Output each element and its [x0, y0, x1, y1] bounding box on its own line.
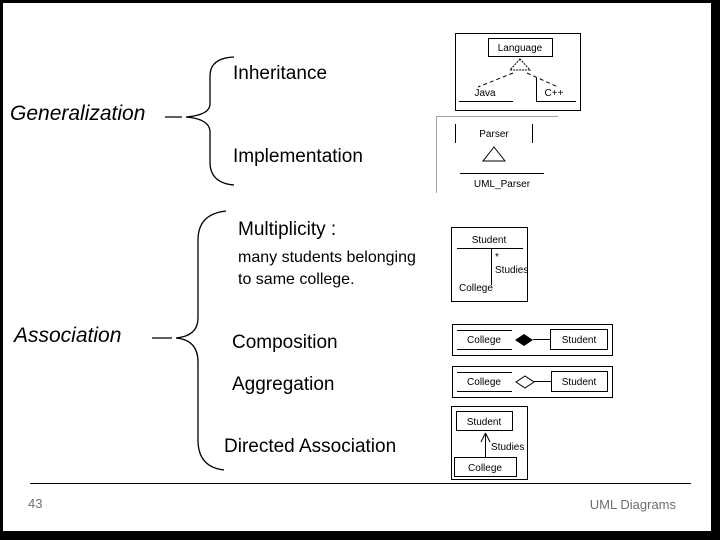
aggregation-diamond-icon	[515, 375, 535, 389]
association-label: Association	[14, 324, 122, 347]
child-class-right-label: C++	[545, 88, 564, 99]
inheritance-label: Inheritance	[233, 63, 328, 84]
association-name-label: Studies	[495, 265, 528, 276]
composition-diamond-icon	[515, 334, 533, 346]
composition-diagram: College Student	[452, 324, 613, 356]
inheritance-triangle-icon	[508, 58, 532, 71]
composition-label: Composition	[232, 332, 338, 353]
directed-association-diagram: Student Studies College	[451, 406, 528, 480]
child-class-left-label: Java	[474, 88, 496, 99]
footer-title: UML Diagrams	[589, 497, 676, 512]
multiplicity-heading: Multiplicity :	[238, 219, 337, 240]
implementation-diagram: Parser UML_Parser	[436, 116, 558, 193]
multiplicity-diagram: Student * Studies College	[451, 227, 528, 302]
generalization-label: Generalization	[10, 102, 146, 125]
association-name-label: Studies	[491, 442, 524, 453]
footer-divider	[30, 483, 691, 484]
realization-triangle-icon	[481, 146, 507, 162]
directed-association-label: Directed Association	[224, 436, 397, 457]
page-number: 43	[28, 496, 43, 511]
class-top-label: Student	[467, 417, 502, 428]
implementing-class-label: UML_Parser	[474, 179, 531, 190]
class-top-label: Student	[472, 235, 507, 246]
class-bottom-label: College	[468, 463, 502, 474]
multiplicity-note: many students belonging to same college.	[238, 249, 416, 289]
interface-label: Parser	[479, 129, 509, 140]
multiplicity-star: *	[495, 252, 499, 263]
whole-class-label: College	[467, 377, 501, 388]
parent-class-label: Language	[498, 43, 543, 54]
whole-class-label: College	[467, 335, 501, 346]
association-brace	[152, 210, 227, 471]
open-arrowhead-icon	[480, 432, 491, 443]
part-class-label: Student	[562, 335, 597, 346]
implementation-label: Implementation	[233, 146, 363, 167]
inheritance-diagram: Language Java C++	[455, 33, 581, 111]
aggregation-label: Aggregation	[232, 374, 335, 395]
part-class-label: Student	[562, 377, 597, 388]
aggregation-diagram: College Student	[452, 366, 613, 398]
generalization-brace	[165, 56, 235, 186]
class-bottom-label: College	[459, 283, 493, 294]
